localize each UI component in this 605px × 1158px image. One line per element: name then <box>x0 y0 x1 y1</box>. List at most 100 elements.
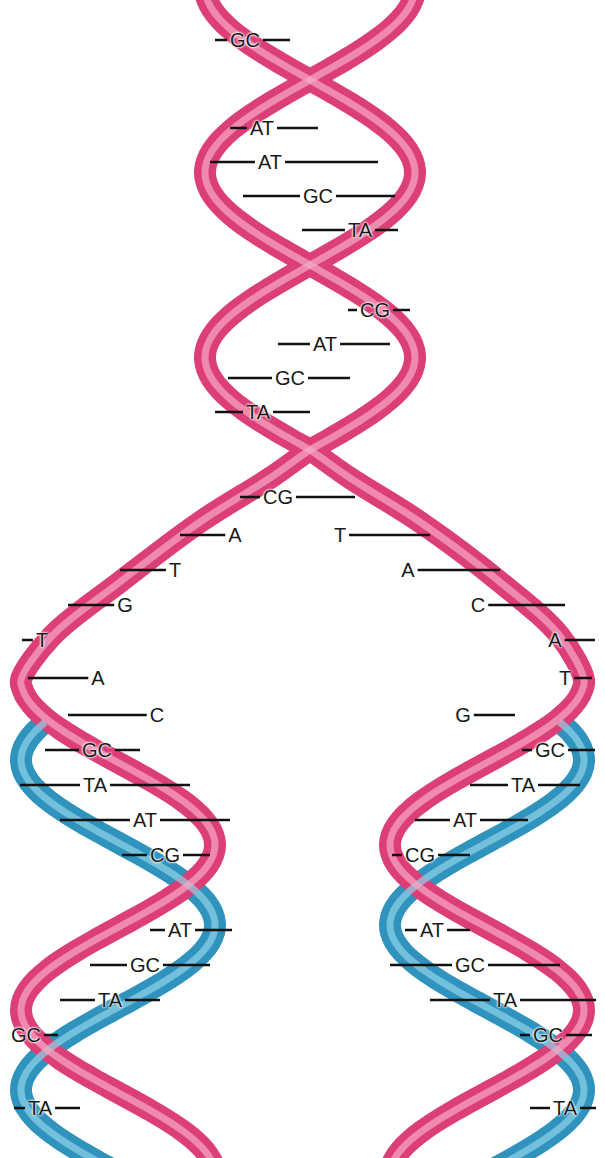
base-pair-label: GC <box>11 1025 41 1045</box>
bond-line <box>488 964 560 967</box>
base-pair-label: AT <box>258 152 282 172</box>
base-label: C <box>150 705 164 725</box>
bond-line <box>215 39 227 42</box>
bond-line <box>28 677 88 680</box>
bond-line <box>336 195 395 198</box>
base-pair-label: TA <box>348 220 372 240</box>
base-pair-label: GC <box>230 30 260 50</box>
base-label: T <box>36 630 48 650</box>
bond-line <box>302 229 345 232</box>
bond-line <box>488 604 565 607</box>
base-pair-label: GC <box>303 186 333 206</box>
base-pair-label: TA <box>98 990 122 1010</box>
base-pair-label: TA <box>493 990 517 1010</box>
bond-line <box>120 569 166 572</box>
bond-line <box>22 639 33 642</box>
base-pair-label: AT <box>313 334 337 354</box>
base-label: T <box>559 668 571 688</box>
bond-line <box>520 999 596 1002</box>
bond-line <box>90 964 127 967</box>
base-pair-label: GC <box>130 955 160 975</box>
bond-line <box>20 784 80 787</box>
bond-line <box>530 1107 550 1110</box>
bond-line <box>340 343 390 346</box>
base-label: A <box>228 525 241 545</box>
bond-line <box>296 496 355 499</box>
base-pair-label: CG <box>263 487 293 507</box>
bond-line <box>44 1034 58 1037</box>
bond-line <box>210 161 255 164</box>
bond-line <box>110 784 190 787</box>
strand-highlight <box>205 0 584 1158</box>
bond-line <box>522 749 532 752</box>
base-label: A <box>91 668 104 688</box>
bond-line <box>277 127 318 130</box>
base-label: A <box>401 560 414 580</box>
bond-line <box>60 999 95 1002</box>
bond-line <box>273 411 310 414</box>
bond-line <box>160 819 230 822</box>
base-pair-label: TA <box>553 1098 577 1118</box>
bond-line <box>574 677 592 680</box>
bond-line <box>415 819 450 822</box>
bond-line <box>538 784 580 787</box>
bond-line <box>115 749 140 752</box>
base-pair-label: GC <box>533 1025 563 1045</box>
bond-line <box>565 639 595 642</box>
base-pair-label: TA <box>511 775 535 795</box>
base-pair-label: CG <box>405 845 435 865</box>
base-pair-label: AT <box>168 920 192 940</box>
bond-line <box>349 534 430 537</box>
base-pair-label: AT <box>420 920 444 940</box>
base-pair-label: TA <box>246 402 270 422</box>
bond-line <box>60 819 130 822</box>
base-pair-label: TA <box>83 775 107 795</box>
base-pair-label: CG <box>150 845 180 865</box>
bond-line <box>285 161 378 164</box>
bond-line <box>14 1107 25 1110</box>
bond-line <box>183 854 210 857</box>
bond-line <box>278 343 310 346</box>
bond-line <box>418 569 500 572</box>
base-pair-label: TA <box>28 1098 52 1118</box>
bond-line <box>180 534 225 537</box>
bond-line <box>480 819 528 822</box>
bond-line <box>308 377 350 380</box>
bond-line <box>447 929 470 932</box>
bond-line <box>438 854 470 857</box>
bond-line <box>375 229 398 232</box>
bond-line <box>243 195 300 198</box>
dna-strand <box>205 0 584 1158</box>
bond-line <box>68 604 114 607</box>
base-label: G <box>455 705 471 725</box>
bond-line <box>392 854 402 857</box>
bond-line <box>520 1034 530 1037</box>
bond-line <box>230 127 247 130</box>
bond-line <box>150 929 165 932</box>
bond-line <box>263 39 290 42</box>
bond-line <box>125 999 160 1002</box>
base-pair-label: AT <box>250 118 274 138</box>
bond-line <box>568 749 595 752</box>
base-label: C <box>471 595 485 615</box>
bond-line <box>348 309 357 312</box>
base-pair-label: GC <box>535 740 565 760</box>
base-pair-label: CG <box>360 300 390 320</box>
bond-line <box>240 496 260 499</box>
base-label: T <box>334 525 346 545</box>
bond-line <box>195 929 232 932</box>
base-pair-label: GC <box>275 368 305 388</box>
bond-line <box>228 377 272 380</box>
base-label: G <box>117 595 133 615</box>
dna-strand <box>21 0 415 1158</box>
base-pair-label: GC <box>455 955 485 975</box>
strand-highlight <box>21 0 415 1158</box>
bond-line <box>45 749 79 752</box>
bond-line <box>390 964 452 967</box>
base-pair-label: GC <box>82 740 112 760</box>
base-label: T <box>169 560 181 580</box>
bond-line <box>430 999 490 1002</box>
bond-line <box>580 1107 596 1110</box>
bond-line <box>470 784 508 787</box>
